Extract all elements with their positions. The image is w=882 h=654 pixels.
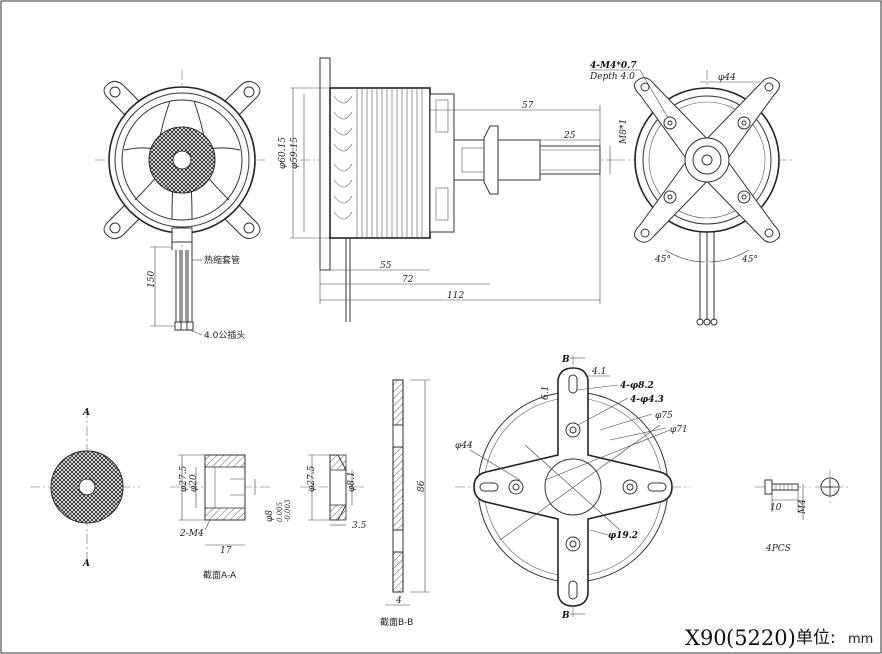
dia-inner-label: φ59.15 — [290, 137, 300, 169]
model-code: (5220) — [726, 626, 796, 650]
adapter-dim-17: 17 — [220, 546, 232, 556]
mount-holes-label: 4-M4*0.7 — [590, 61, 637, 71]
mount-dia-192: φ19.2 — [608, 531, 638, 541]
mount-plate-view: B B 4.1 6.1 4-φ8.2 4-φ4.3 φ75 φ71 φ44 φ1… — [455, 355, 690, 621]
adapter-dia-275: φ27.5 — [179, 465, 189, 492]
mount-dim-41: 4.1 — [591, 367, 606, 377]
collet-dia-275: φ27.5 — [307, 465, 317, 492]
adapter-tol-upper: 0.005 — [276, 501, 284, 522]
thread-label: M8*1 — [619, 119, 629, 145]
rear-view: 4-M4*0.7 Depth 4.0 φ44 45° 45° — [589, 61, 795, 326]
unit-value: mm — [848, 632, 873, 647]
screw-thread: M4 — [798, 499, 808, 515]
screw-quantity: 4PCS — [765, 544, 791, 554]
section-a-bottom: A — [82, 559, 90, 569]
section-b-bottom: B — [561, 611, 570, 621]
screw-length: 10 — [770, 503, 782, 513]
mount-holes: 4-φ4.3 — [630, 395, 664, 405]
plug-note: 4.0公插头 — [204, 329, 245, 341]
lead-length-label: 150 — [147, 271, 157, 288]
adapter-tol-lower: -0.003 — [284, 499, 292, 522]
plate-height: 86 — [417, 480, 427, 492]
collet-section: φ27.5 φ8.1 3.5 — [300, 454, 367, 531]
sleeve-note: 热缩套管 — [204, 254, 240, 266]
title-block: X90 (5220) 单位: mm — [685, 626, 873, 650]
mount-slots: 4-φ8.2 — [620, 381, 654, 391]
mount-dia-44: φ44 — [455, 441, 473, 451]
collet-dim-35: 3.5 — [352, 521, 367, 531]
section-a-top: A — [82, 408, 90, 418]
section-b-top: B — [561, 355, 570, 365]
angle-left-label: 45° — [654, 255, 671, 265]
dim-55-label: 55 — [380, 261, 392, 271]
depth-label: Depth 4.0 — [589, 72, 635, 82]
adapter-section: φ27.5 φ20 φ8 0.005 -0.003 2-M4 17 截面A-A — [170, 454, 292, 581]
mount-dia-75: φ75 — [655, 411, 673, 421]
adapter-dia-20: φ20 — [189, 474, 199, 492]
dim-112-label: 112 — [447, 291, 464, 301]
adapter-dia-8: φ8 — [265, 510, 275, 522]
mount-dia-71: φ71 — [670, 425, 688, 435]
mount-slot-width: 6.1 — [541, 386, 551, 400]
side-view: φ60.15 φ59.15 57 25 M8*1 55 72 112 — [278, 57, 629, 322]
dim-25-label: 25 — [563, 131, 576, 141]
angle-right-label: 45° — [741, 255, 758, 265]
dia-outer-label: φ60.15 — [278, 137, 288, 169]
unit-label: 单位: — [796, 628, 836, 648]
section-a-view: A A — [30, 408, 140, 569]
dim-57-label: 57 — [522, 101, 534, 111]
adapter-holes: 2-M4 — [179, 529, 204, 539]
rear-dia-44-label: φ44 — [718, 73, 736, 83]
plate-thickness: 4 — [395, 596, 402, 606]
section-a-caption: 截面A-A — [203, 569, 237, 581]
plate-side-section: 86 4 截面B-B — [380, 379, 430, 628]
screw-view: 10 M4 4PCS — [755, 470, 848, 554]
section-b-caption: 截面B-B — [380, 616, 413, 628]
front-view: 热缩套管 4.0公插头 150 — [95, 70, 265, 341]
dim-72-label: 72 — [402, 275, 414, 285]
model-name: X90 — [685, 626, 727, 650]
collet-dia-81: φ8.1 — [347, 471, 357, 492]
